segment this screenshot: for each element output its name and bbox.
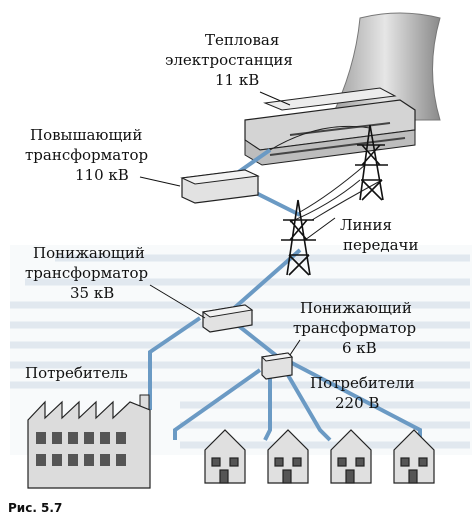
label-step-up-3: 110 кВ: [75, 166, 129, 184]
label-consumers-1: Потребители: [310, 374, 415, 392]
label-consumer: Потребитель: [25, 364, 128, 382]
step-down-transformer-35: [201, 304, 254, 333]
house-2: [267, 429, 309, 484]
label-power-plant-2: электростанция: [165, 51, 293, 69]
label-line-1: Линия: [340, 216, 392, 234]
house-4: [393, 429, 435, 484]
label-step-down-35-2: трансформатор: [25, 264, 148, 282]
house-1: [204, 429, 246, 484]
transmission-tower-2: [281, 199, 316, 276]
label-line-2: передачи: [343, 236, 418, 254]
label-step-down-35-1: Понижающий: [33, 244, 145, 262]
leader-lines: [139, 91, 336, 356]
label-step-down-6-2: трансформатор: [293, 319, 416, 337]
step-up-transformer: [180, 169, 260, 204]
label-step-up-1: Повышающий: [30, 126, 142, 144]
house-3: [330, 429, 372, 484]
factory-building: [27, 394, 151, 489]
label-power-plant-1: Тепловая: [205, 31, 279, 49]
label-step-down-35-3: 35 кВ: [70, 284, 114, 302]
label-step-down-6-3: 6 кВ: [342, 339, 377, 357]
label-step-up-2: трансформатор: [25, 146, 148, 164]
transmission-wires: [269, 125, 383, 223]
transmission-tower-1: [355, 124, 388, 201]
label-consumers-2: 220 В: [335, 394, 379, 412]
label-power-plant-3: 11 кВ: [215, 71, 259, 89]
step-down-transformer-6: [260, 352, 294, 380]
figure-caption: Рис. 5.7: [8, 501, 62, 515]
label-step-down-6-1: Понижающий: [300, 299, 412, 317]
